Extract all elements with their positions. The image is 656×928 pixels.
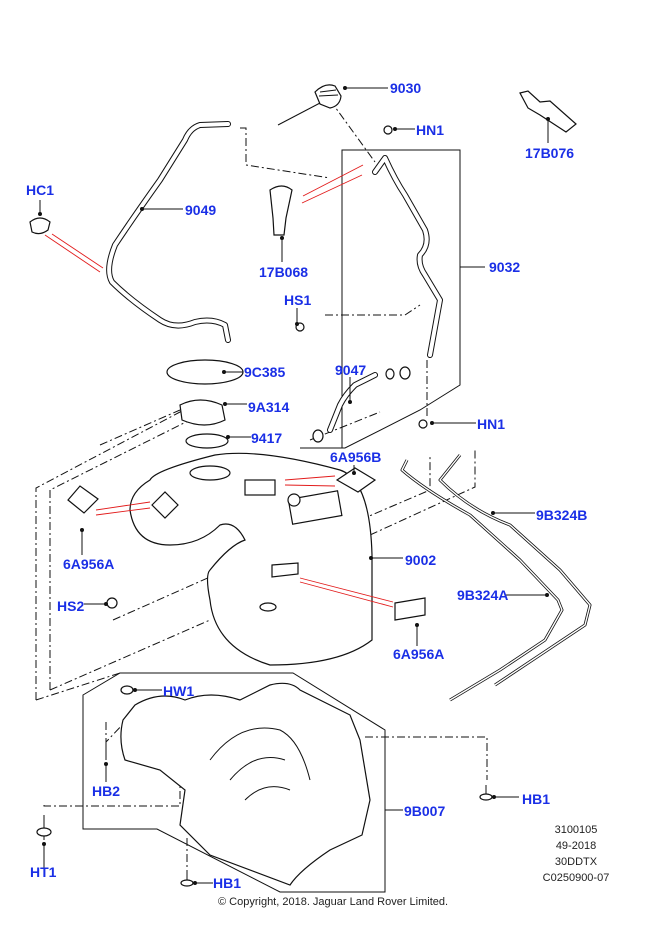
filler-group-box	[300, 149, 461, 449]
reference-block: 3100105 49-2018 30DDTX C0250900-07	[526, 822, 626, 886]
part-label-6a956a-left[interactable]: 6A956A	[63, 556, 115, 572]
bracket-17b076	[519, 90, 577, 133]
leader-lines	[38, 86, 550, 885]
part-label-9b007[interactable]: 9B007	[404, 803, 446, 819]
part-label-17b076[interactable]: 17B076	[525, 145, 575, 161]
alignment-line-9049	[240, 127, 331, 179]
part-label-ht1[interactable]: HT1	[30, 864, 57, 880]
funnel-17b068	[269, 185, 293, 236]
reference-line-1: 3100105	[554, 824, 598, 836]
fuel-cap-9030	[277, 84, 342, 126]
part-label-9030[interactable]: 9030	[390, 80, 422, 96]
part-label-9047[interactable]: 9047	[335, 362, 367, 378]
alignment-line-hs1	[325, 304, 421, 316]
pump-9a314	[179, 399, 226, 426]
patch-6a956a-right	[394, 597, 426, 621]
clip-hc1	[29, 217, 51, 235]
reference-line-4: C0250900-07	[542, 872, 610, 884]
part-label-9c385[interactable]: 9C385	[244, 364, 286, 380]
part-label-hb1-bottom[interactable]: HB1	[213, 875, 242, 891]
part-label-hb2[interactable]: HB2	[92, 783, 121, 799]
part-label-hn1-top[interactable]: HN1	[416, 122, 445, 138]
alignment-line-pipes-2	[369, 450, 476, 536]
patch-6a956a-left	[67, 485, 99, 514]
part-label-9b324b[interactable]: 9B324B	[536, 507, 588, 523]
part-label-9032[interactable]: 9032	[489, 259, 521, 275]
part-label-17b068[interactable]: 17B068	[259, 264, 309, 280]
alignment-line-9030	[329, 99, 376, 163]
copyright-notice: © Copyright, 2018. Jaguar Land Rover Lim…	[218, 896, 449, 908]
part-label-6a956a-right[interactable]: 6A956A	[393, 646, 445, 662]
hose-9049	[106, 121, 231, 343]
part-label-hn1-mid[interactable]: HN1	[477, 416, 506, 432]
heatshield-9b007	[120, 682, 371, 886]
alignment-line-hb1-right	[365, 736, 488, 780]
reference-line-2: 49-2018	[555, 840, 597, 852]
patch-6a956b	[335, 467, 377, 493]
part-label-hs2[interactable]: HS2	[57, 598, 85, 614]
alignment-line-ht1	[43, 770, 181, 807]
hose-9047	[327, 372, 378, 433]
heatshield-group-box	[82, 672, 386, 893]
part-label-9b324a[interactable]: 9B324A	[457, 587, 509, 603]
filler-pipe-9032	[372, 155, 443, 358]
pipe-9b324b	[438, 454, 592, 687]
part-label-9417[interactable]: 9417	[251, 430, 283, 446]
reference-line-3: 30DDTX	[554, 856, 598, 868]
alignment-line-hs2	[112, 576, 211, 621]
part-label-9a314[interactable]: 9A314	[248, 399, 290, 415]
pipe-9b324a	[400, 459, 564, 702]
callout-lines	[44, 164, 394, 608]
alignment-line-pump	[99, 409, 181, 446]
part-label-hb1-right[interactable]: HB1	[522, 791, 551, 807]
part-label-6a956b[interactable]: 6A956B	[330, 449, 382, 465]
part-label-hc1[interactable]: HC1	[26, 182, 55, 198]
part-label-9049[interactable]: 9049	[185, 202, 217, 218]
alignment-line-tank-left-3	[35, 672, 121, 701]
part-label-hw1[interactable]: HW1	[163, 683, 195, 699]
alignment-line-tank-left-2	[49, 419, 191, 690]
alignment-line-tank-left-1	[35, 405, 196, 700]
part-label-hs1[interactable]: HS1	[284, 292, 312, 308]
alignment-line-tank-left-4	[49, 619, 211, 691]
seal-9417	[185, 433, 229, 449]
part-label-9002[interactable]: 9002	[405, 552, 437, 568]
